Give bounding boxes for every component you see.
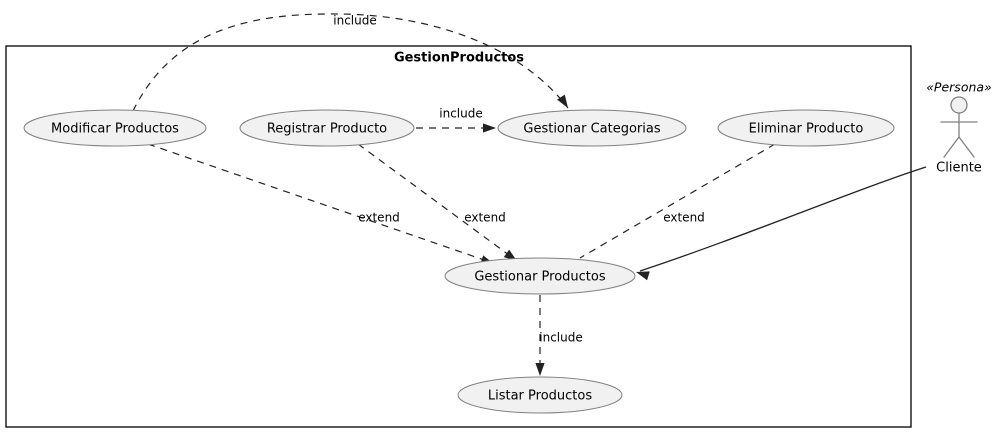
use-case-ellipse-registrar-producto xyxy=(239,109,415,147)
actor-stereotype-label: «Persona» xyxy=(926,80,992,95)
relationship-label-include: include xyxy=(333,14,376,28)
relationship-label-include: include xyxy=(539,331,582,345)
relationship-label-include: include xyxy=(439,107,482,121)
actor-name-label: Cliente xyxy=(936,161,982,176)
use-case-label-gestionar-productos: Gestionar Productos xyxy=(474,270,606,285)
relationship-label-extend: extend xyxy=(358,211,400,225)
package-frame-gestionproductos xyxy=(5,45,912,428)
use-case-registrar-producto[interactable]: Registrar Producto xyxy=(239,109,415,147)
use-case-label-gestionar-categorias: Gestionar Categorias xyxy=(523,122,660,137)
actor-right-leg-line xyxy=(958,136,975,158)
use-case-ellipse-eliminar-producto xyxy=(717,109,895,147)
arrowhead-rel-gestionar-include-listar xyxy=(535,363,545,376)
actor-left-leg-line xyxy=(943,136,960,158)
arrowhead-rel-registrar-include-categorias xyxy=(483,123,496,133)
use-case-label-eliminar-producto: Eliminar Producto xyxy=(749,122,864,137)
use-case-modificar-productos[interactable]: Modificar Productos xyxy=(23,109,207,147)
use-case-gestionar-productos[interactable]: Gestionar Productos xyxy=(444,257,636,295)
arrowhead-rel-modificar-include-categorias xyxy=(557,94,568,108)
relationship-rel-registrar-extend-gestionar xyxy=(357,143,514,259)
relationship-label-extend: extend xyxy=(464,211,506,225)
use-case-listar-productos[interactable]: Listar Productos xyxy=(457,376,623,414)
use-case-label-listar-productos: Listar Productos xyxy=(488,389,592,404)
relationships-layer: include include extend extend extend include xyxy=(132,13,927,376)
use-case-label-modificar-productos: Modificar Productos xyxy=(51,122,179,137)
use-case-gestionar-categorias[interactable]: Gestionar Categorias xyxy=(497,109,687,147)
arrowhead-rel-cliente-gestionar xyxy=(636,271,650,281)
relationship-rel-eliminar-extend-gestionar xyxy=(579,143,776,259)
use-case-ellipse-gestionar-productos xyxy=(444,257,636,295)
relationship-label-extend: extend xyxy=(663,211,705,225)
actor-cliente[interactable]: «Persona» Cliente xyxy=(926,80,992,176)
relationship-rel-modificar-include-categorias xyxy=(132,13,569,112)
use-case-label-registrar-producto: Registrar Producto xyxy=(267,122,387,137)
use-case-ellipse-gestionar-categorias xyxy=(497,109,687,147)
relationship-rel-cliente-gestionar xyxy=(639,166,927,272)
package-title: GestionProductos xyxy=(394,51,524,66)
use-case-eliminar-producto[interactable]: Eliminar Producto xyxy=(717,109,895,147)
use-case-ellipse-listar-productos xyxy=(457,376,623,414)
actor-head-icon xyxy=(950,96,968,114)
relationship-rel-modificar-extend-gestionar xyxy=(147,143,491,263)
use-case-ellipse-modificar-productos xyxy=(23,109,207,147)
